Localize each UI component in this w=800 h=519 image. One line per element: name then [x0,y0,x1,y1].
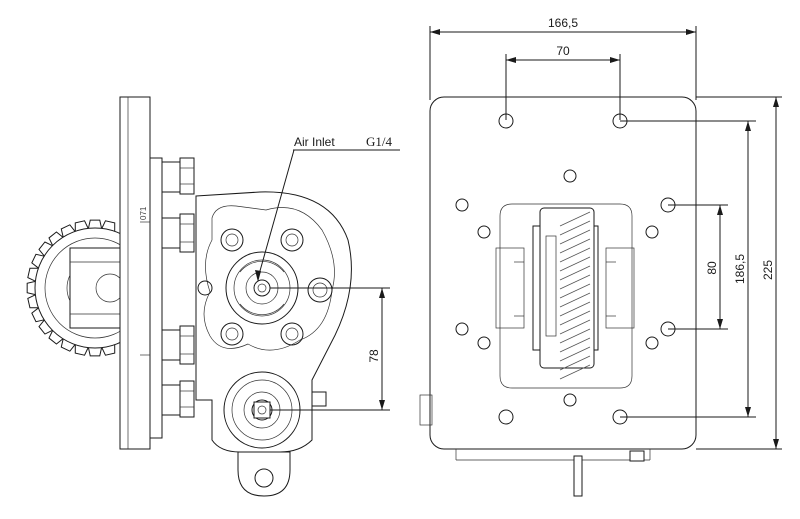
mounting-hole [477,225,491,239]
gear-helix-line [559,337,591,353]
gear-tooth [27,267,39,282]
dim-225: 225 [696,96,782,450]
gear-helix-line [559,265,591,281]
gear-helix-line [559,292,591,308]
gear-tooth [48,330,64,345]
motor-housing [195,191,352,497]
gear-tooth [87,219,103,229]
gear-tooth [31,253,45,269]
gear-helix-line [559,274,591,290]
plate-stamp: 071 [139,206,148,220]
plate-bolts [161,157,195,418]
gear-helix-line [559,220,591,236]
gear-helix-line [559,283,591,299]
gear-helix-line [559,301,591,317]
mounting-hole [498,409,514,425]
gear-helix-line [559,211,591,227]
mounting-hole [477,336,491,350]
gear-tooth [38,319,53,335]
gear-tooth [38,241,53,257]
mounting-hole [645,336,659,350]
helical-gear [559,211,591,380]
gear-tooth [87,347,103,357]
mounting-hole [645,225,659,239]
gear-helix-line [559,328,591,344]
front-view: 166,5 70 80 186,5 [419,16,782,497]
gear-tooth [74,344,89,356]
gear-tooth [31,307,45,323]
gear-tooth [48,231,64,246]
dim-78: 78 [270,287,390,411]
dim-80-label: 80 [705,261,719,275]
mounting-hole [455,198,469,212]
mounting-hole [563,393,577,407]
gear-helix-line [559,229,591,245]
gear [26,219,156,357]
dim-78-label: 78 [367,349,381,363]
mounting-hole [563,169,577,183]
dim-166-5: 166,5 [429,16,697,100]
mounting-plate: 071 [119,96,163,450]
dim-80: 80 [668,204,728,330]
gear-helix-line [559,256,591,272]
gear-helix-line [559,355,591,371]
gear-helix-line [559,247,591,263]
side-view: 071 [26,96,400,497]
gear-tooth [26,280,36,296]
dim-225-label: 225 [761,260,775,280]
dim-186-5-label: 186,5 [733,254,747,284]
air-inlet-callout: Air Inlet G1/4 [255,134,400,282]
gear-helix-line [559,310,591,326]
mounting-hole [455,322,469,336]
gear-tooth [60,224,76,238]
gear-tooth [27,294,39,309]
dim-186-5: 186,5 [620,120,756,418]
thread-size-label: G1/4 [366,134,393,149]
air-inlet-label: Air Inlet [294,135,335,149]
gear-helix-line [559,319,591,335]
housing-bolts [197,228,333,346]
dim-70: 70 [505,44,621,120]
gear-tooth [74,220,89,232]
gear-helix-line [559,346,591,362]
gear-tooth [60,338,76,352]
gear-helix-line [559,238,591,254]
center-window [495,203,635,389]
dim-70-label: 70 [556,44,570,58]
gear-tooth [101,220,116,232]
dim-166-5-label: 166,5 [548,16,578,30]
gear-helix-line [559,364,591,380]
gear-tooth [101,344,116,356]
bottom-details [455,449,651,497]
